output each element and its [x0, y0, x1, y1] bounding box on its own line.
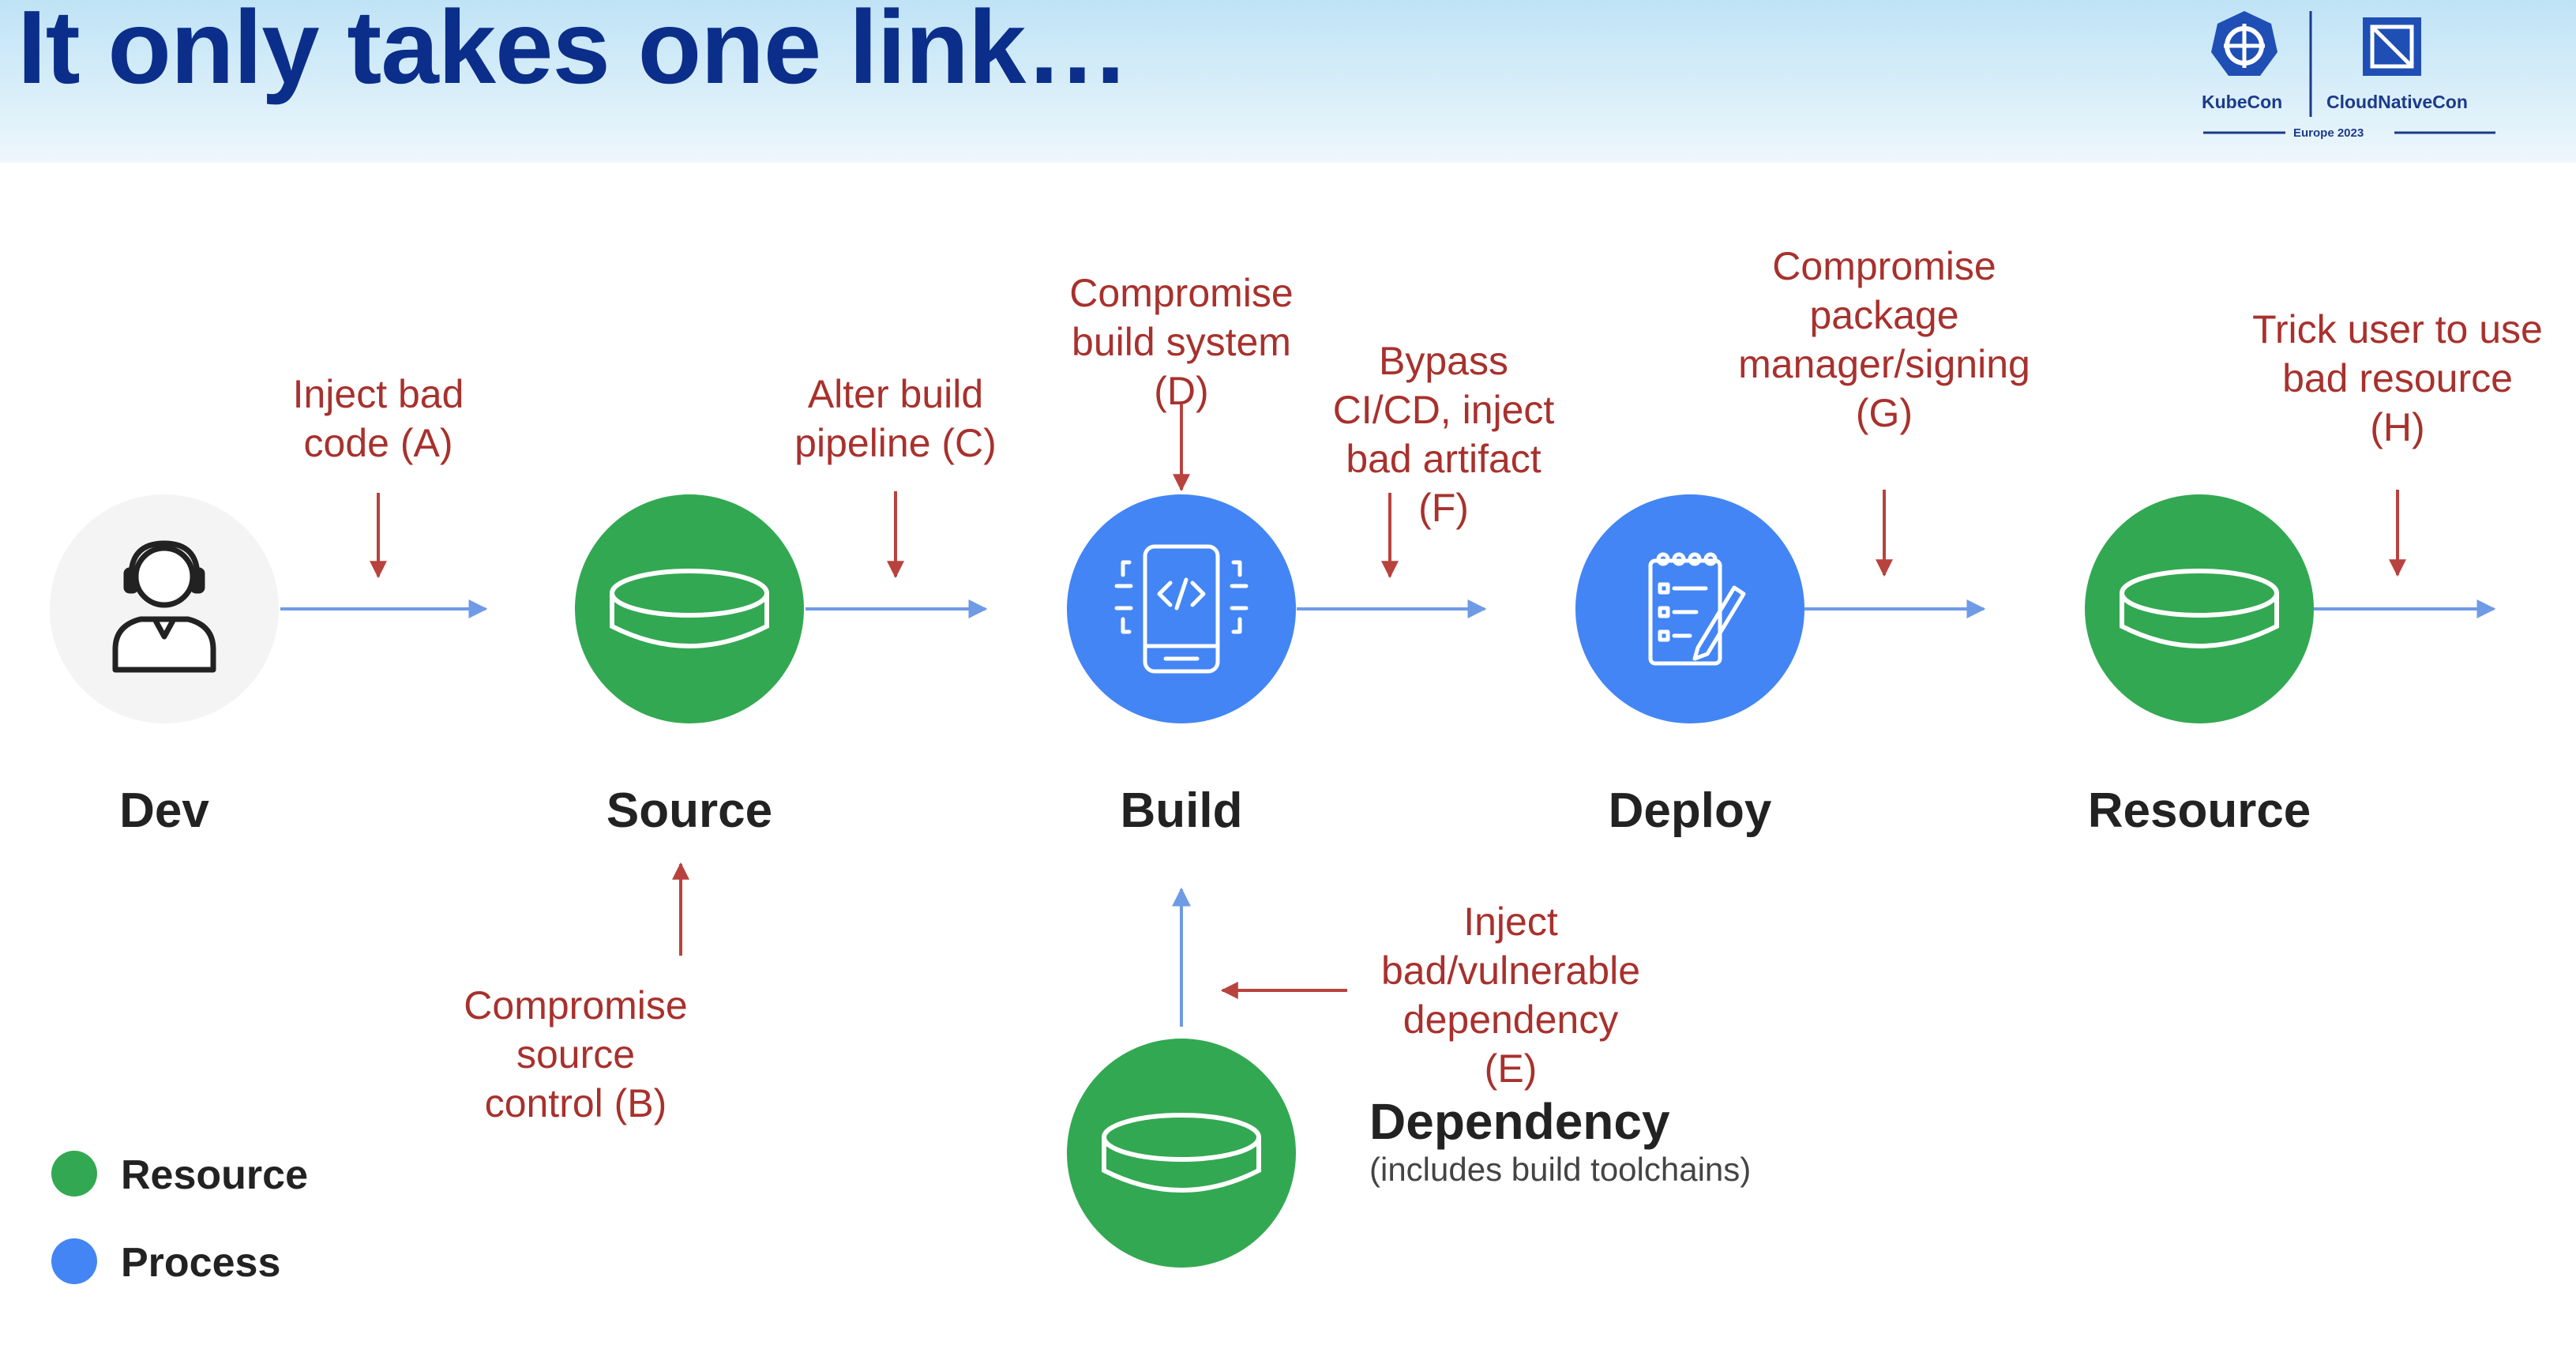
developer-headset-icon: [112, 540, 216, 673]
dependency-note: (includes build toolchains): [1369, 1151, 1752, 1188]
threat-label-e: Inject bad/vulnerable dependency (E): [1380, 900, 1641, 1091]
threat-label-h: Trick user to use bad resource (H): [2252, 307, 2543, 449]
threat-label-g: Compromise package manager/signing (G): [1738, 244, 2030, 435]
kubecon-logo-icon: [2211, 11, 2277, 76]
source-node: [575, 494, 804, 723]
database-disk-icon: [1102, 1113, 1261, 1193]
deploy-checklist-icon: [1648, 552, 1746, 666]
cloudnativecon-logo-text: CloudNativeCon: [2326, 92, 2468, 112]
threat-label-d: Compromise build system (D): [1069, 271, 1294, 413]
build-node: [1067, 494, 1296, 723]
deploy-node: [1575, 494, 1804, 723]
kubecon-logo-text: KubeCon: [2202, 92, 2283, 112]
node-label-resource: Resource: [2087, 783, 2311, 838]
dependency-node: [1067, 1039, 1296, 1268]
database-disk-icon: [610, 569, 769, 648]
build-app-code-icon: [1114, 544, 1249, 674]
legend-resource-swatch: [51, 1151, 97, 1197]
event-logo-text: Europe 2023: [2293, 126, 2364, 140]
resource-node: [2085, 494, 2314, 723]
legend-process-label: Process: [121, 1240, 281, 1286]
node-label-deploy: Deploy: [1608, 783, 1772, 838]
slide-title: It only takes one link…: [17, 0, 1129, 105]
legend-resource-label: Resource: [121, 1152, 308, 1198]
node-label-source: Source: [606, 783, 773, 838]
threat-label-b: Compromise source control (B): [464, 983, 688, 1125]
database-disk-icon: [2120, 569, 2279, 648]
cloudnativecon-logo-icon: [2363, 17, 2421, 76]
legend-process-swatch: [51, 1238, 97, 1284]
dev-node: [50, 494, 279, 723]
node-label-dependency: Dependency: [1369, 1093, 1670, 1150]
threat-label-c: Alter build pipeline (C): [794, 372, 997, 465]
conference-logos: KubeCon CloudNativeCon Europe 2023: [2187, 0, 2519, 163]
node-label-dev: Dev: [119, 783, 209, 838]
threat-label-f: Bypass CI/CD, inject bad artifact (F): [1332, 339, 1555, 530]
conference-logo-graphics: [2203, 11, 2495, 134]
threat-label-a: Inject bad code (A): [292, 372, 464, 465]
node-label-build: Build: [1120, 783, 1243, 838]
slide-header: [0, 0, 2576, 163]
